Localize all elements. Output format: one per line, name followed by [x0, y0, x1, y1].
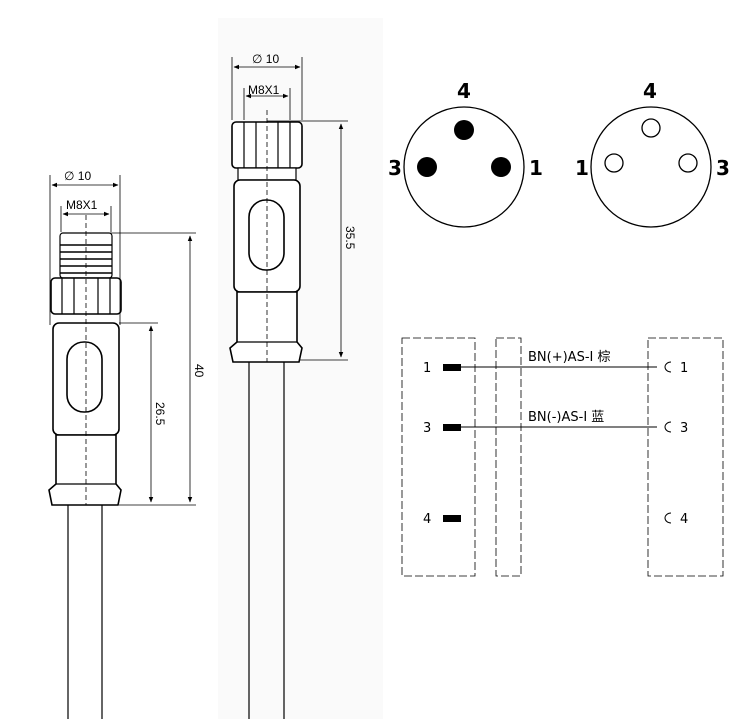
male-pin-top-label: 4: [457, 79, 471, 103]
female-pin-face: 4 1 3: [575, 79, 730, 228]
wiring-right-pin-1: 1: [680, 361, 688, 376]
cable-box: [495, 337, 522, 577]
left-connector: [48, 215, 122, 719]
wiring-left-pin-3: 3: [423, 421, 431, 436]
female-pin-right-label: 3: [716, 156, 730, 180]
socket-4-symbol: [664, 512, 672, 524]
socket-4-circle: [641, 118, 661, 138]
wiring-left-pin-1: 1: [423, 361, 431, 376]
left-length-body-label: 26.5: [153, 402, 167, 426]
socket-3-symbol: [664, 421, 672, 433]
pin-4-dot: [454, 120, 474, 140]
female-pin-top-label: 4: [643, 79, 657, 103]
right-dimensions: [231, 57, 348, 361]
right-thread-label: M8X1: [248, 83, 280, 97]
right-tail: [229, 291, 303, 363]
pin-1-symbol: [443, 364, 461, 371]
left-length-total-label: 40: [192, 364, 206, 378]
right-connector-box: [647, 337, 724, 577]
socket-1-symbol: [664, 361, 672, 373]
wire-1-label: BN(+)AS-I 棕: [528, 350, 610, 365]
wiring-left-pin-4: 4: [423, 512, 431, 527]
right-length-label: 35.5: [343, 226, 357, 250]
pin-1-dot: [491, 157, 511, 177]
right-connector: [229, 110, 303, 719]
female-pin-left-label: 1: [575, 156, 589, 180]
left-thread-label: M8X1: [66, 198, 98, 212]
pin-4-symbol: [443, 515, 461, 522]
left-diameter-label: ∅ 10: [64, 169, 91, 183]
left-tail: [48, 434, 122, 506]
male-pin-face: 4 3 1: [388, 79, 543, 228]
pin-3-symbol: [443, 424, 461, 431]
left-connector-box: [401, 337, 476, 577]
socket-3-circle: [678, 153, 698, 173]
wiring-right-pin-3: 3: [680, 421, 688, 436]
pin-3-dot: [417, 157, 437, 177]
socket-1-circle: [604, 153, 624, 173]
left-dimensions: [49, 175, 196, 506]
wiring-diagram: [401, 337, 724, 577]
left-grip-window: [66, 341, 103, 413]
wiring-right-pin-4: 4: [680, 512, 688, 527]
wire-3-label: BN(-)AS-I 蓝: [528, 410, 604, 425]
male-pin-left-label: 3: [388, 156, 402, 180]
right-diameter-label: ∅ 10: [252, 52, 279, 66]
male-pin-right-label: 1: [529, 156, 543, 180]
right-grip-window: [248, 199, 285, 271]
